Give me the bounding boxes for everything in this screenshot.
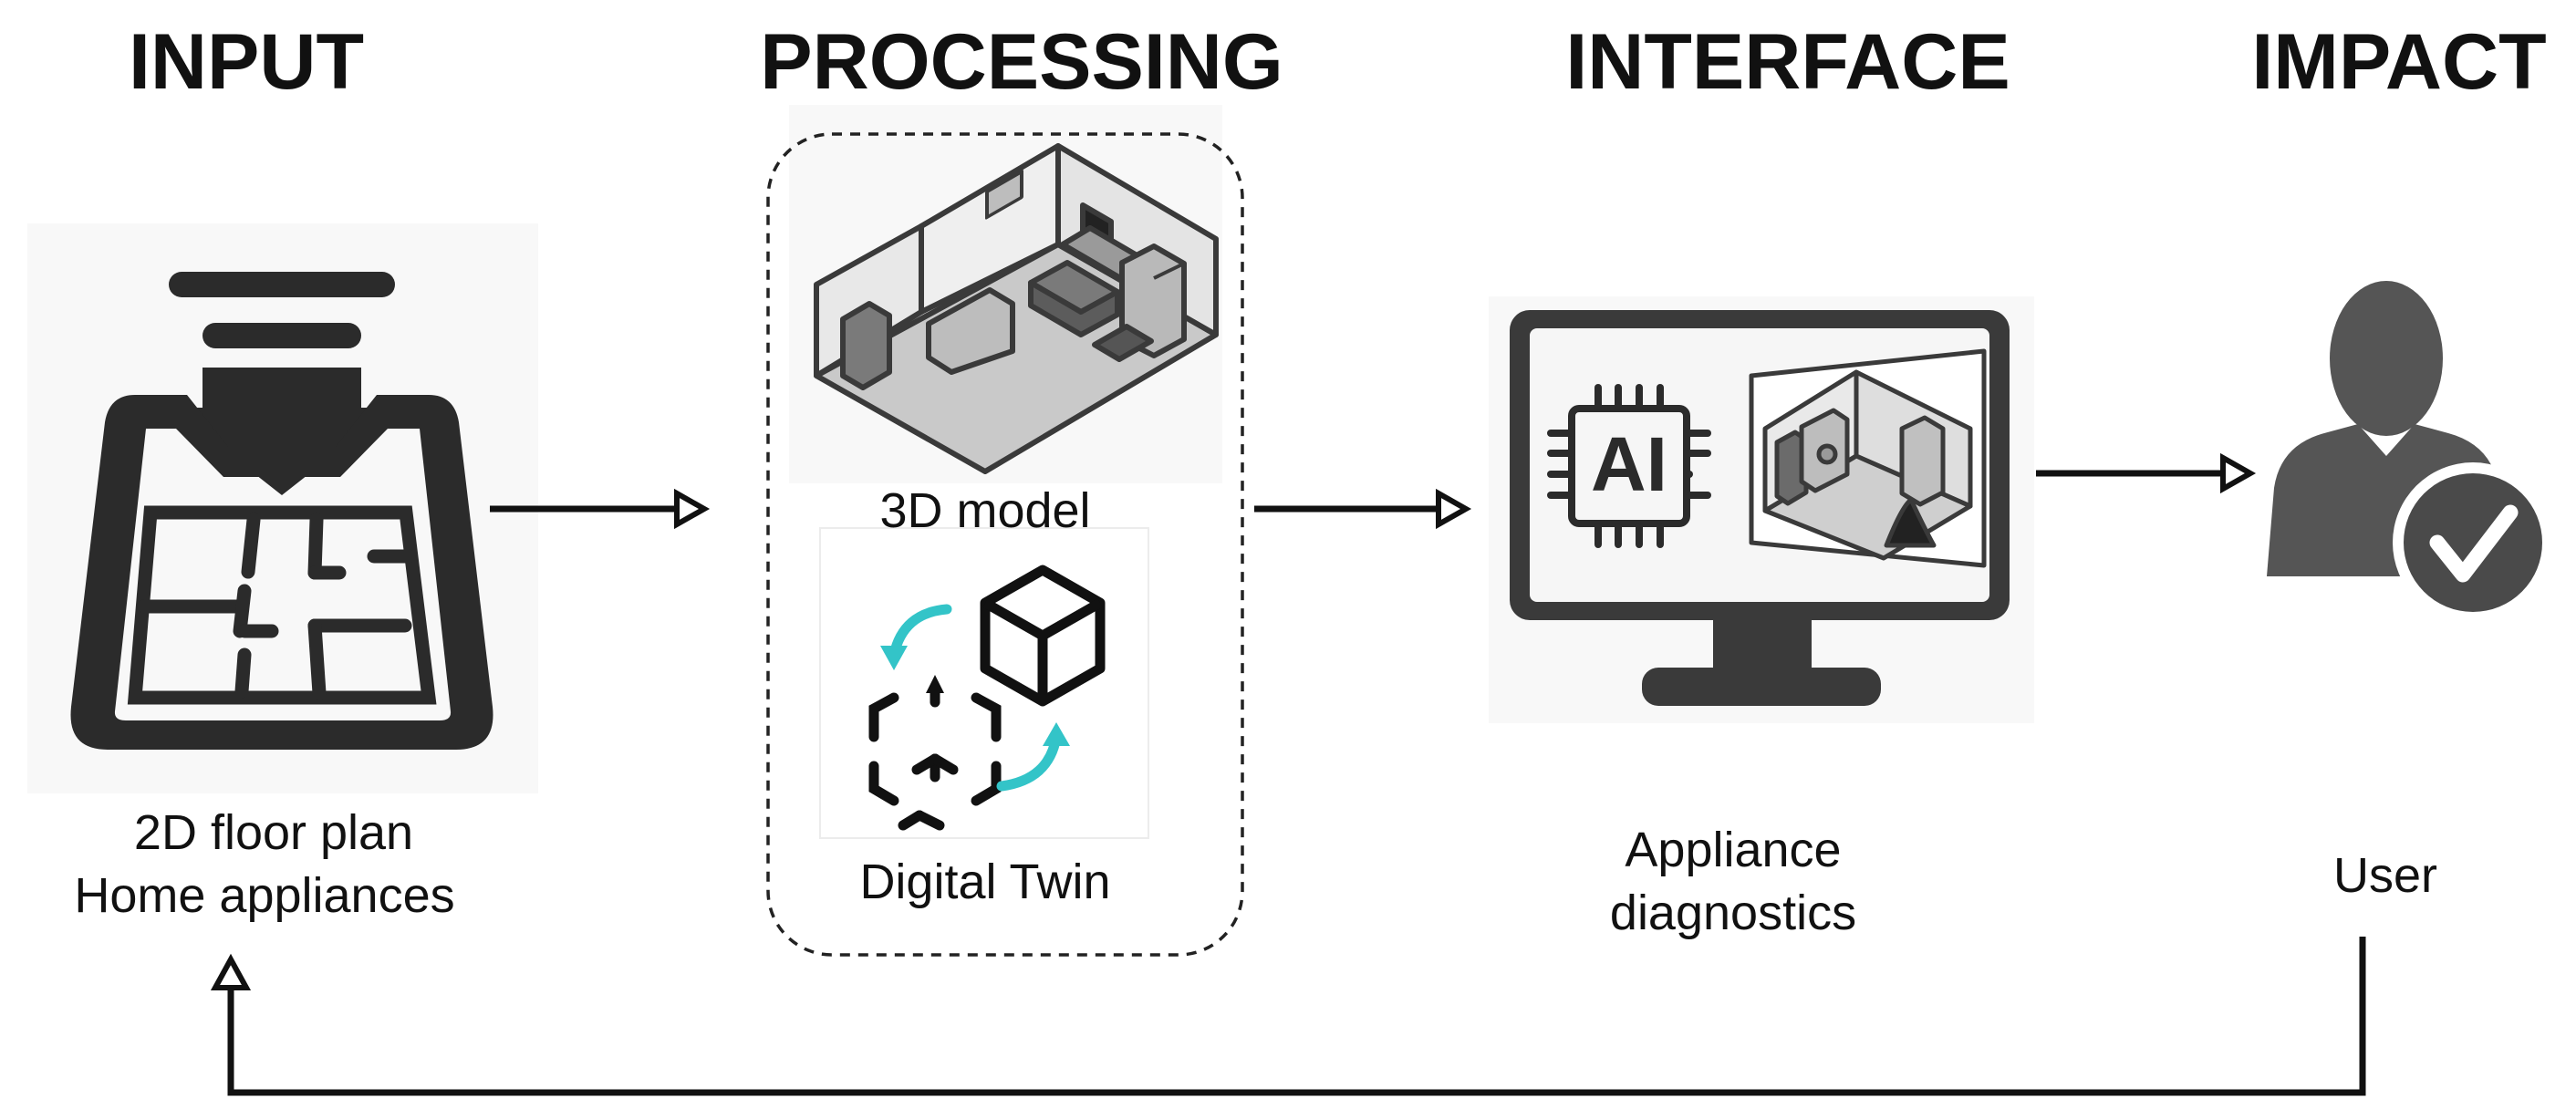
feedback-loop-arrow	[210, 937, 2366, 1096]
digital-twin-cycle-icon	[868, 565, 1106, 831]
heading-input: INPUT	[129, 18, 364, 106]
isometric-room-icon	[814, 143, 1219, 474]
user-check-icon	[2267, 281, 2553, 623]
processing-group-border	[766, 132, 1244, 957]
model-label: 3D model	[879, 483, 1091, 538]
twin-label: Digital Twin	[859, 855, 1111, 909]
ai-monitor-icon: AI	[1510, 310, 2010, 706]
floor-plan-walls	[127, 505, 437, 705]
input-label-line2: Home appliances	[74, 868, 455, 923]
arrow-input-to-processing	[490, 488, 711, 530]
floor-plan-download-icon	[70, 272, 493, 750]
ai-chip-label: AI	[1591, 421, 1667, 507]
ai-chip-icon	[1547, 384, 1711, 548]
heading-impact: IMPACT	[2251, 18, 2547, 106]
input-label-line1: 2D floor plan	[133, 805, 414, 860]
user-label: User	[2332, 848, 2437, 903]
heading-interface: INTERFACE	[1565, 18, 2010, 106]
mini-room-icon	[1749, 348, 1987, 568]
interface-label-line1: Appliance	[1625, 823, 1842, 877]
heading-processing: PROCESSING	[760, 18, 1283, 106]
interface-label-line2: diagnostics	[1609, 886, 1857, 940]
arrow-processing-to-interface	[1254, 488, 1472, 530]
arrow-interface-to-impact	[2036, 452, 2257, 494]
